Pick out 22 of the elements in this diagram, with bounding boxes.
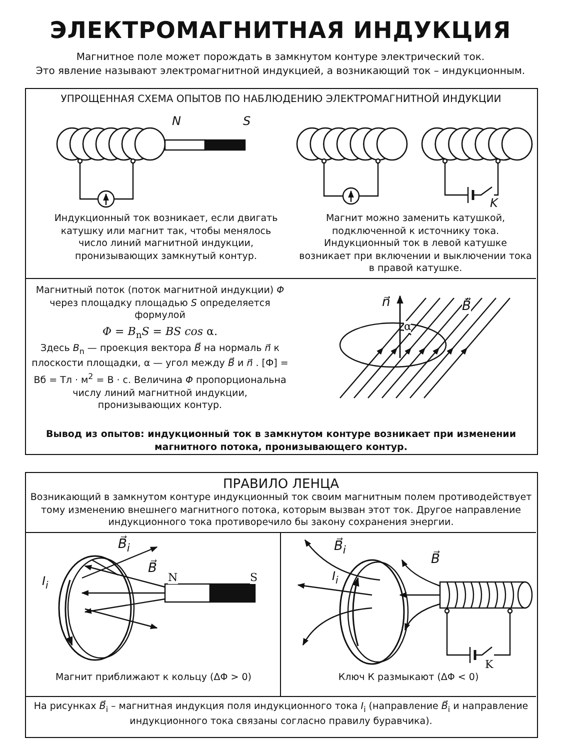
current-label: I$_{i}$: [42, 575, 48, 592]
title: ЭЛЕКТРОМАГНИТНАЯ ИНДУКЦИЯ: [48, 18, 512, 44]
pole-label: S: [250, 572, 258, 584]
angle-label: α: [404, 321, 412, 334]
body-text: Магнит можно заменить катушкой, подключенной к источнику тока. Индукционный ток в левой катушке возникает при включении и выключении тока в правой катушке.: [298, 213, 533, 276]
section-heading: УПРОЩЕННАЯ СХЕМА ОПЫТОВ ПО НАБЛЮДЕНИЮ ЭЛЕКТРОМАГНИТНОЙ ИНДУКЦИИ: [60, 94, 502, 106]
body-text: Магнит приближают к кольцу (ΔΦ > 0): [54, 672, 252, 684]
body-text: Магнитный поток (поток магнитной индукции) Φ через площадку площадью S определяется формулой: [34, 285, 286, 322]
pole-label: N: [168, 572, 178, 584]
pole-label: S: [243, 115, 251, 128]
body-text: Здесь B$_{n}$ — проекция вектора B⃗ на нормаль n⃗ к плоскости площадки, α — угол между B⃗ и n⃗ . [Ф] = Вб = Тл · м$^{2}$ = В · с. Величина Φ пропорциональна числу линий магнитной индукции, пронизывающих контур.: [31, 343, 289, 413]
section-heading: ПРАВИЛО ЛЕНЦА: [222, 477, 340, 492]
body-text: Индукционный ток возникает, если двигать катушку или магнит так, чтобы менялось число линий магнитной индукции, пронизывающих замкнутый контур.: [53, 213, 279, 263]
body-text: На рисунках B⃗$_{i}$ – магнитная индукция поля индукционного тока I$_{i}$ (направление B⃗$_{i}$ и направление индукционного тока связаны согласно правилу буравчика).: [32, 701, 530, 729]
current-label: I$_{i}$: [332, 570, 338, 586]
vector-label: B⃗: [462, 300, 471, 314]
body-text: Возникающий в замкнутом контуре индукционный ток своим магнитным полем противодействует тому изменению внешнего магнитного потока, которым вызван этот ток. Другое направление индукционного тока противоречило бы закону сохранения энергии.: [29, 492, 533, 530]
conclusion-text: Вывод из опытов: индукционный ток в замкнутом контуре возникает при изменении магнитного потока, пронизывающего контур.: [45, 429, 517, 454]
vector-label: B⃗$_{i}$: [118, 538, 130, 554]
body-text: Ключ К размыкают (ΔΦ < 0): [337, 672, 480, 684]
vector-label: B⃗$_{i}$: [334, 540, 346, 556]
formula: Φ = B$_{n}$S = BS cos α.: [102, 326, 218, 342]
